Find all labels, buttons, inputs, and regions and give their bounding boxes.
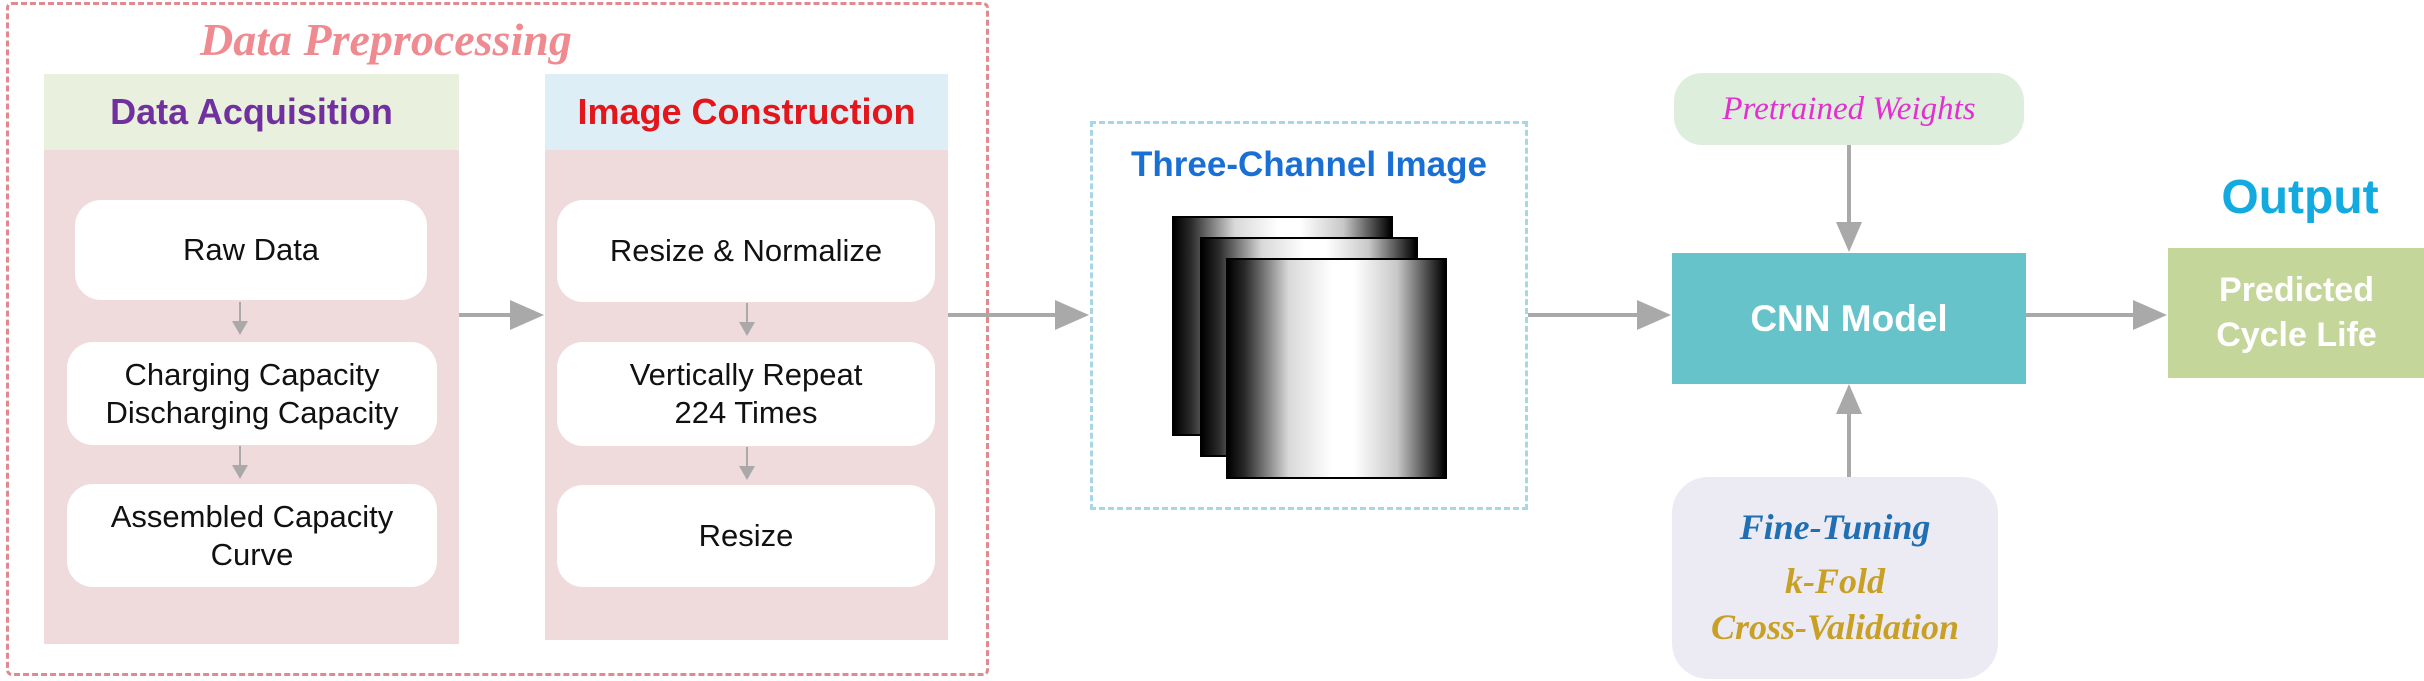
fine-tuning-label: Fine-Tuning: [1739, 507, 1931, 547]
raw-data-label: Raw Data: [182, 232, 320, 267]
three-channel-image-title: Three-Channel Image: [1131, 145, 1487, 184]
acq-arrow-1-head: [232, 321, 248, 335]
arrow-weights-to-cnn-shaft: [1847, 145, 1851, 225]
img-arrow-2-shaft: [746, 447, 748, 467]
discharging-capacity-label: Discharging Capacity: [105, 394, 399, 430]
cross-validation-label: Cross-Validation: [1710, 607, 1960, 647]
assembled-capacity-label: Assembled Capacity: [110, 498, 394, 534]
vertical-repeat-step: Vertically Repeat 224 Times: [557, 342, 935, 446]
arrow-acq-to-img-head: [510, 300, 544, 330]
data-preprocessing-title: Data Preprocessing: [200, 13, 572, 65]
arrow-acq-to-img-shaft: [459, 313, 511, 317]
output-title: Output: [2221, 171, 2379, 224]
capacity-step: Charging Capacity Discharging Capacity: [67, 342, 437, 445]
data-preprocessing-frame: [6, 2, 989, 676]
resize-step: Resize: [557, 485, 935, 587]
assembled-curve-step: Assembled Capacity Curve: [67, 484, 437, 587]
k-fold-label: k-Fold: [1784, 561, 1885, 601]
acq-arrow-2-shaft: [239, 446, 241, 466]
img-arrow-1-shaft: [746, 303, 748, 323]
arrow-weights-to-cnn-head: [1836, 222, 1862, 252]
arrow-tci-to-cnn-shaft: [1528, 313, 1638, 317]
arrow-tci-to-cnn-head: [1637, 300, 1671, 330]
arrow-finetune-to-cnn-head: [1836, 384, 1862, 414]
charging-capacity-label: Charging Capacity: [124, 356, 380, 392]
arrow-img-to-tci-head: [1055, 300, 1089, 330]
arrow-cnn-to-output-head: [2133, 300, 2167, 330]
predicted-cycle-life-box: Predicted Cycle Life: [2168, 248, 2424, 378]
arrow-finetune-to-cnn-shaft: [1847, 412, 1851, 477]
img-arrow-2-head: [739, 466, 755, 480]
resize-normalize-label: Resize & Normalize: [609, 233, 883, 268]
resize-label: Resize: [698, 518, 794, 553]
pretrained-weights-box: Pretrained Weights: [1674, 73, 2024, 145]
times-label: 224 Times: [674, 395, 818, 430]
cnn-model-box: CNN Model: [1672, 253, 2026, 384]
resize-normalize-step: Resize & Normalize: [557, 200, 935, 302]
fine-tuning-box: [1672, 477, 1998, 679]
arrow-img-to-tci-shaft: [948, 313, 1056, 317]
data-acquisition-header: Data Acquisition: [44, 74, 459, 150]
curve-label: Curve: [210, 536, 294, 572]
acq-arrow-1-shaft: [239, 302, 241, 322]
predicted-label: Predicted: [2219, 271, 2374, 309]
acq-arrow-2-head: [232, 465, 248, 479]
arrow-cnn-to-output-shaft: [2026, 313, 2134, 317]
vertically-repeat-label: Vertically Repeat: [629, 357, 863, 392]
img-arrow-1-head: [739, 322, 755, 336]
image-construction-header: Image Construction: [545, 74, 948, 150]
three-channel-image-frame: [1090, 121, 1528, 510]
cycle-life-label: Cycle Life: [2216, 316, 2377, 354]
channel-3-image: [1226, 258, 1447, 479]
raw-data-step: Raw Data: [75, 200, 427, 300]
